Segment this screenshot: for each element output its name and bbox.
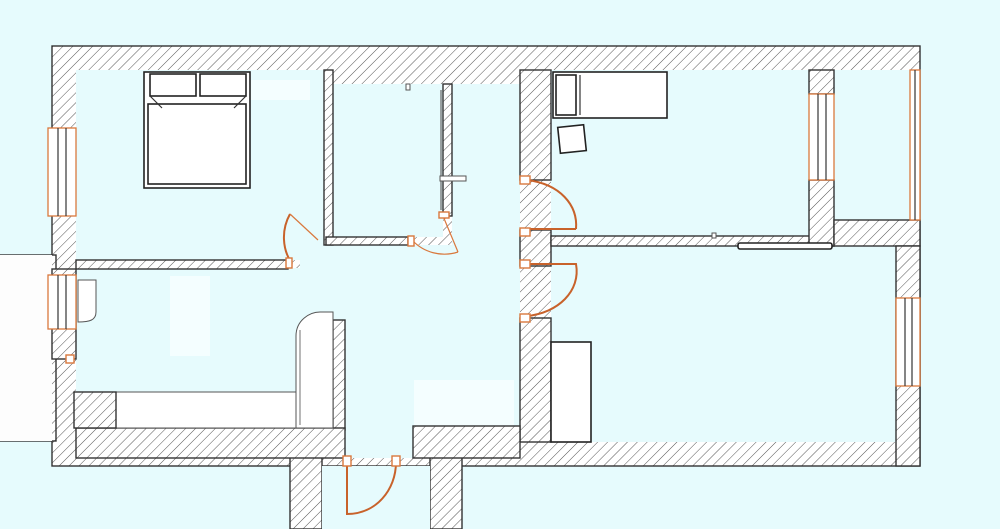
window-large-room bbox=[895, 297, 921, 387]
kids-room-door bbox=[526, 179, 578, 230]
sofa bbox=[115, 311, 334, 429]
door-jamb bbox=[519, 175, 531, 185]
sofa-icon bbox=[115, 391, 297, 429]
wall-bedroom-wardrobe bbox=[323, 69, 334, 246]
room-large bbox=[551, 246, 896, 442]
stair-wall-left bbox=[289, 454, 323, 529]
table-icon bbox=[556, 123, 588, 155]
bed-mattress bbox=[147, 103, 247, 185]
pillow bbox=[199, 73, 247, 97]
window-living bbox=[47, 274, 77, 330]
wall-balcony-bottom bbox=[833, 219, 921, 247]
wall-living-partition bbox=[332, 319, 346, 431]
corridor-link bbox=[300, 245, 520, 271]
door-leaf bbox=[289, 213, 319, 241]
niche-block bbox=[73, 391, 117, 429]
furniture bbox=[73, 71, 833, 443]
door-jamb bbox=[65, 354, 75, 364]
stair-wall-right bbox=[429, 454, 463, 529]
shelf-icon bbox=[439, 175, 467, 182]
marker bbox=[405, 83, 411, 91]
door-jamb bbox=[519, 227, 531, 237]
pillow bbox=[555, 74, 577, 116]
room-wardrobe bbox=[333, 84, 443, 237]
bed-fold bbox=[149, 95, 247, 109]
sink-icon bbox=[77, 279, 97, 323]
door-jamb bbox=[438, 211, 450, 219]
double-bed bbox=[143, 71, 251, 189]
wardrobe-door bbox=[411, 239, 459, 255]
wall-bottom-right bbox=[412, 425, 521, 459]
door-jamb bbox=[342, 455, 352, 467]
light-patch bbox=[414, 380, 514, 426]
window-kids-balcony bbox=[808, 93, 835, 181]
wall-kids-balcony-top bbox=[808, 69, 835, 95]
radiator-icon bbox=[737, 242, 833, 250]
door-jamb bbox=[391, 455, 401, 467]
door-jamb bbox=[285, 257, 293, 269]
window-bedroom bbox=[47, 127, 77, 217]
door-leaf bbox=[442, 215, 459, 253]
wall-bottom-left bbox=[75, 427, 346, 459]
door-jamb bbox=[519, 259, 531, 269]
windows bbox=[47, 69, 921, 387]
marker bbox=[711, 232, 717, 239]
entrance-floor bbox=[345, 428, 413, 458]
cabinet-icon bbox=[550, 341, 592, 443]
door-jamb bbox=[519, 313, 531, 323]
pillow bbox=[149, 73, 197, 97]
stair-landing-left bbox=[0, 255, 52, 441]
wall-corridor-kids-top bbox=[519, 69, 552, 181]
wall-kids-balcony-bottom bbox=[808, 179, 835, 247]
room-balcony bbox=[834, 70, 914, 220]
single-bed bbox=[552, 71, 668, 119]
wall-wardrobe-bottom bbox=[325, 236, 409, 246]
sofa-arm bbox=[295, 311, 334, 429]
door-jamb bbox=[407, 235, 415, 247]
wall-corridor-large bbox=[519, 317, 552, 443]
doors bbox=[65, 175, 578, 516]
wall-bedroom-living bbox=[75, 259, 289, 270]
light-patch bbox=[170, 276, 210, 356]
wall-wardrobe-corridor bbox=[442, 83, 453, 217]
room-stairwell bbox=[322, 466, 430, 529]
entrance-door bbox=[346, 461, 397, 516]
large-room-door bbox=[526, 263, 578, 317]
